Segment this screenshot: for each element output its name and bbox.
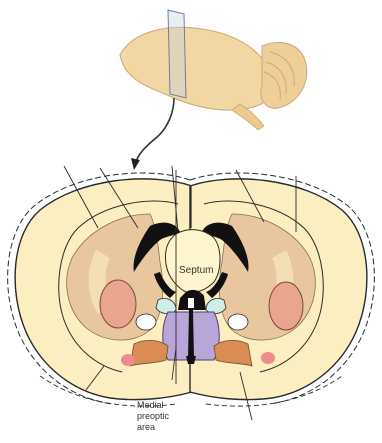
arrow-head bbox=[131, 158, 140, 170]
medial-preoptic-label-line1: Medial bbox=[137, 400, 164, 410]
cerebrum-shape bbox=[120, 27, 273, 110]
right-pink-blob bbox=[261, 352, 275, 364]
coronal-section: Septum bbox=[8, 166, 375, 420]
medial-preoptic-label-line2: preoptic bbox=[137, 411, 170, 421]
medial-preoptic-label-line3: area bbox=[137, 422, 155, 432]
pointer-arrow bbox=[131, 98, 174, 170]
septum-label: Septum bbox=[179, 265, 213, 276]
right-white-blob bbox=[228, 314, 248, 330]
left-pink-blob bbox=[121, 354, 135, 366]
central-white-notch bbox=[188, 298, 194, 308]
third-ventricle bbox=[188, 310, 194, 358]
left-globus-pallidus bbox=[100, 280, 136, 328]
right-globus-pallidus bbox=[269, 282, 303, 330]
whole-brain-illustration bbox=[120, 10, 307, 130]
cerebellum-shape bbox=[261, 43, 307, 109]
section-plane bbox=[168, 10, 186, 98]
left-white-blob bbox=[136, 314, 156, 330]
